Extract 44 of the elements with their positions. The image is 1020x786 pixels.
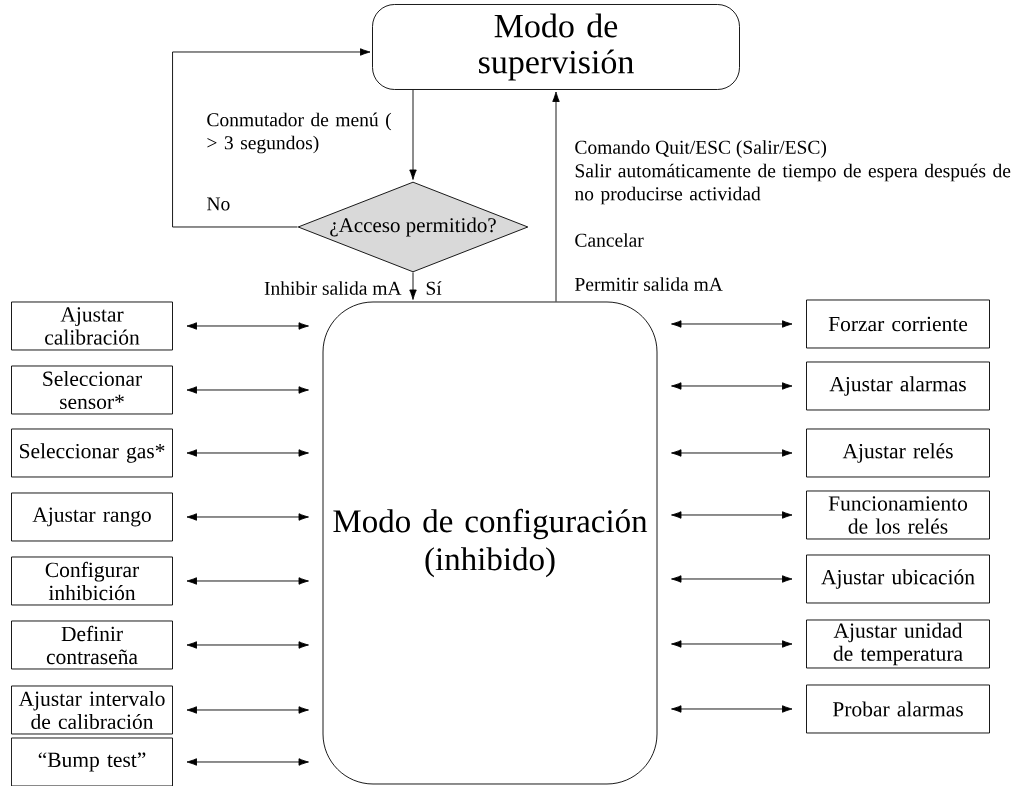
menu-box: Seleccionar sensor* <box>11 365 173 415</box>
arrow <box>172 48 371 228</box>
arrow <box>186 386 309 394</box>
arrow <box>552 91 560 302</box>
menu-box: Configurar inhibición <box>11 556 173 606</box>
menu-box: Ajustar rango <box>11 492 173 542</box>
menu-box: Ajustar relés <box>806 428 990 478</box>
menu-box: Ajustar unidad de temperatura <box>806 619 990 669</box>
note-text: Cancelar <box>575 233 644 247</box>
arrow <box>409 89 417 180</box>
arrow <box>671 575 793 583</box>
menu-box: Ajustar ubicación <box>806 554 990 604</box>
arrow <box>671 511 793 519</box>
mode-box: Modo de supervisión <box>372 4 740 90</box>
edge-label: Conmutador de menú ( > 3 segundos) <box>207 112 392 154</box>
menu-box: Ajustar calibración <box>11 301 173 351</box>
arrow <box>186 706 309 714</box>
arrow <box>186 449 309 457</box>
arrow <box>186 641 309 649</box>
edge-label: Sí <box>426 281 442 295</box>
menu-box: Forzar corriente <box>806 299 990 349</box>
arrow <box>671 320 793 328</box>
menu-box: Probar alarmas <box>806 684 990 734</box>
menu-box: Seleccionar gas* <box>11 428 173 478</box>
note-text: Inhibir salida mA <box>264 281 402 295</box>
note-text: Comando Quit/ESC (Salir/ESC) <box>575 140 827 158</box>
arrow <box>186 577 309 585</box>
edge-label: No <box>207 197 230 211</box>
menu-box: Ajustar alarmas <box>806 361 990 411</box>
mode-box: Modo de configuración (inhibido) <box>322 301 658 785</box>
arrow <box>671 705 793 713</box>
arrow <box>671 640 793 648</box>
arrow <box>671 449 793 457</box>
menu-box: Definir contraseña <box>11 620 173 670</box>
note-text: Salir automáticamente de tiempo de espera después de no producirse actividad <box>574 163 1011 205</box>
arrow <box>186 322 309 330</box>
menu-box: Ajustar intervalo de calibración <box>11 685 173 735</box>
arrow <box>671 382 793 390</box>
arrow <box>186 758 309 766</box>
arrow <box>186 513 309 521</box>
note-text: Permitir salida mA <box>575 277 723 291</box>
menu-box: “Bump test” <box>11 737 173 786</box>
arrow <box>409 272 417 300</box>
menu-box: Funcionamiento de los relés <box>806 490 990 540</box>
